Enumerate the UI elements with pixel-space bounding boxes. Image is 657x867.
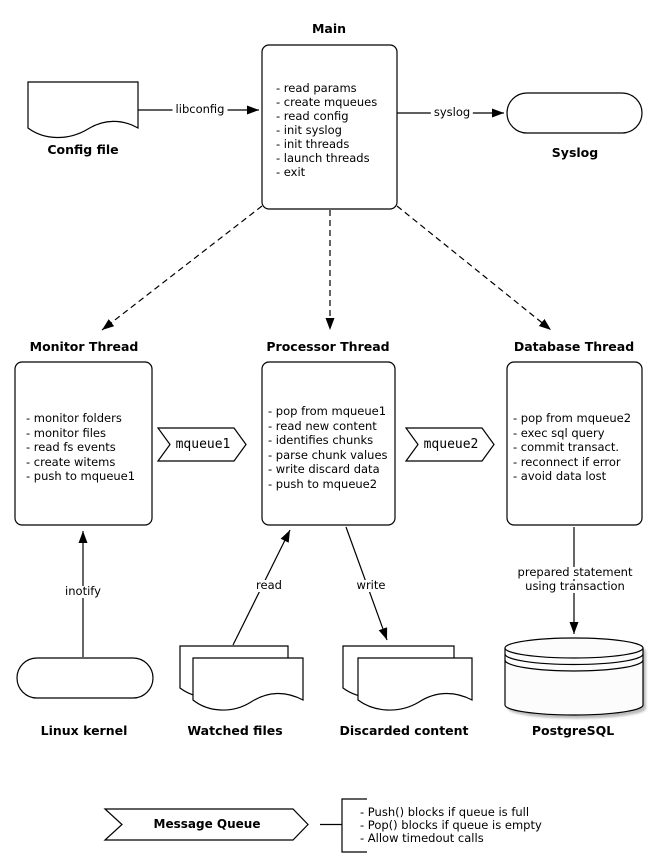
postgresql-cylinder-ring-1 xyxy=(504,653,644,666)
main-list-line: - create mqueues xyxy=(276,95,378,109)
mqueue2-shape xyxy=(404,427,495,462)
main-to-monitor-dashed-edge xyxy=(101,205,263,331)
monitor-thread-list: - monitor folders - monitor files - read… xyxy=(26,411,135,484)
processor-list-line: - pop from mqueue1 xyxy=(268,404,387,418)
monitor-list-line: - push to mqueue1 xyxy=(26,469,136,483)
libconfig-edge-label: libconfig xyxy=(172,103,228,116)
database-list-line: - pop from mqueue2 xyxy=(513,411,632,425)
syslog-node-label: Syslog xyxy=(551,145,599,160)
config-file-document-shape xyxy=(27,81,139,139)
main-list-line: - exit xyxy=(276,165,306,179)
watched-files-front-document xyxy=(192,657,304,711)
main-list-line: - init syslog xyxy=(276,123,342,137)
processor-thread-box xyxy=(261,361,396,526)
database-thread-list: - pop from mqueue2 - exec sql query - co… xyxy=(513,411,631,484)
main-list-line: - read config xyxy=(276,109,349,123)
write-edge-label: write xyxy=(353,579,389,592)
processor-list-line: - write discard data xyxy=(268,462,380,476)
legend-note-line: - Pop() blocks if queue is empty xyxy=(360,818,542,833)
legend-bracket xyxy=(341,798,367,853)
legend-note-line: - Allow timedout calls xyxy=(360,831,484,846)
monitor-thread-title: Monitor Thread xyxy=(29,339,139,354)
postgresql-label: PostgreSQL xyxy=(531,723,615,738)
monitor-list-line: - monitor folders xyxy=(26,411,122,425)
processor-thread-list: - pop from mqueue1 - read new content - … xyxy=(268,404,388,491)
linux-kernel-label: Linux kernel xyxy=(40,723,128,738)
processor-list-line: - push to mqueue2 xyxy=(268,476,378,491)
legend-message-queue-shape xyxy=(103,808,309,841)
monitor-list-line: - read fs events xyxy=(26,440,116,454)
postgresql-cylinder-ring-2 xyxy=(504,659,644,672)
main-list-line: - read params xyxy=(276,81,357,95)
main-node-list: - read params - create mqueues - read co… xyxy=(276,81,377,179)
main-node-title: Main xyxy=(311,21,347,36)
monitor-thread-box xyxy=(14,361,153,526)
prepared-statement-label-line2: using transaction xyxy=(522,580,628,593)
main-list-line: - init threads xyxy=(276,137,350,151)
mqueue2-label: mqueue2 xyxy=(423,437,479,452)
database-list-line: - reconnect if error xyxy=(513,454,621,469)
syslog-node-shape xyxy=(506,92,643,134)
processor-list-line: - read new content xyxy=(268,418,377,433)
mqueue1-shape xyxy=(156,427,247,462)
postgresql-cylinder-body xyxy=(504,648,644,716)
database-list-line: - commit transact. xyxy=(513,440,620,454)
legend-note-line: - Push() blocks if queue is full xyxy=(360,805,530,819)
watched-files-label: Watched files xyxy=(187,723,283,738)
main-list-line: - launch threads xyxy=(276,151,370,165)
inotify-edge-label: inotify xyxy=(62,585,104,598)
prepared-statement-label-line1: prepared statement xyxy=(514,566,636,579)
database-list-line: - avoid data lost xyxy=(513,469,607,483)
processor-list-line: - parse chunk values xyxy=(268,447,388,462)
legend-notes-list: - Push() blocks if queue is full - Pop()… xyxy=(360,805,542,846)
main-node-box xyxy=(261,44,398,210)
discarded-content-front-document xyxy=(357,657,473,711)
legend-message-queue-label: Message Queue xyxy=(153,817,261,831)
postgresql-cylinder-top xyxy=(504,637,644,659)
syslog-edge-label: syslog xyxy=(430,106,474,119)
processor-list-line: - identifies chunks xyxy=(268,433,374,447)
discarded-content-label: Discarded content xyxy=(339,723,469,738)
database-thread-title: Database Thread xyxy=(513,339,635,354)
mqueue1-label: mqueue1 xyxy=(175,437,231,452)
database-thread-box xyxy=(506,361,643,526)
processor-thread-title: Processor Thread xyxy=(266,339,390,354)
linux-kernel-node-shape xyxy=(16,657,154,699)
read-edge-label: read xyxy=(253,579,285,592)
config-file-label: Config file xyxy=(47,142,119,157)
monitor-list-line: - monitor files xyxy=(26,425,106,440)
main-to-database-dashed-edge xyxy=(396,205,552,331)
database-list-line: - exec sql query xyxy=(513,425,605,440)
monitor-list-line: - create witems xyxy=(26,454,116,469)
